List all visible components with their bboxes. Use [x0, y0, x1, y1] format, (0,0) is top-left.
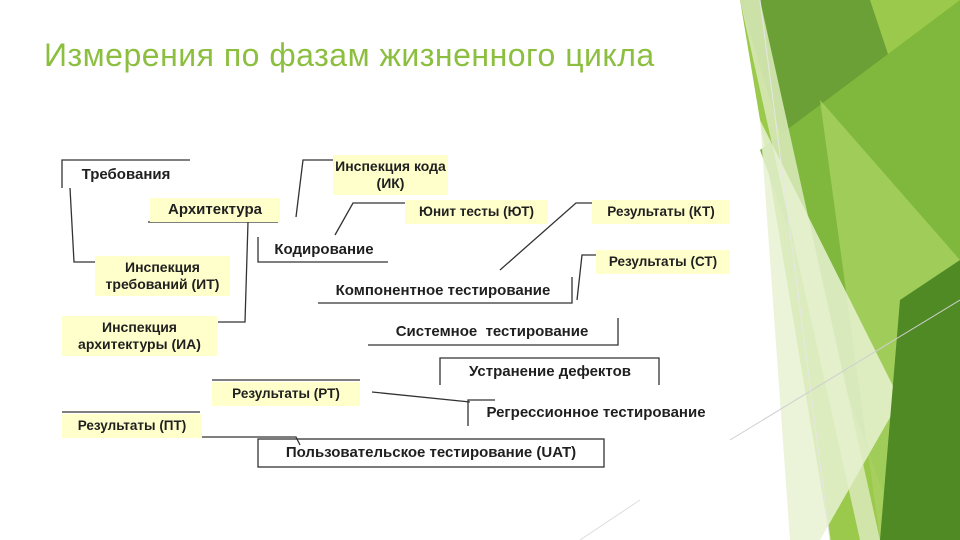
slide-title: Измерения по фазам жизненного цикла: [44, 37, 655, 73]
label-inspection-architecture: Инспекция архитектуры (ИА): [62, 316, 217, 356]
label-uat: Пользовательское тестирование (UAT): [285, 444, 577, 461]
label-inspection-requirements: Инспекция требований (ИТ): [95, 256, 230, 296]
label-results-rt: Результаты (РТ): [212, 382, 360, 406]
label-requirements: Требования: [81, 166, 171, 183]
label-inspection-code: Инспекция кода (ИК): [333, 155, 448, 195]
label-results-st: Результаты (СТ): [596, 250, 730, 274]
label-results-pt: Результаты (ПТ): [62, 414, 202, 438]
label-regression-testing: Регрессионное тестирование: [486, 404, 706, 421]
label-coding: Кодирование: [274, 241, 374, 258]
label-architecture: Архитектура: [150, 198, 280, 222]
label-results-kt: Результаты (КТ): [592, 200, 730, 224]
label-unit-tests: Юнит тесты (ЮТ): [405, 200, 548, 224]
label-system-testing: Системное тестирование: [395, 323, 589, 340]
label-defect-fixing: Устранение дефектов: [469, 363, 631, 380]
label-component-testing: Компонентное тестирование: [335, 282, 551, 299]
